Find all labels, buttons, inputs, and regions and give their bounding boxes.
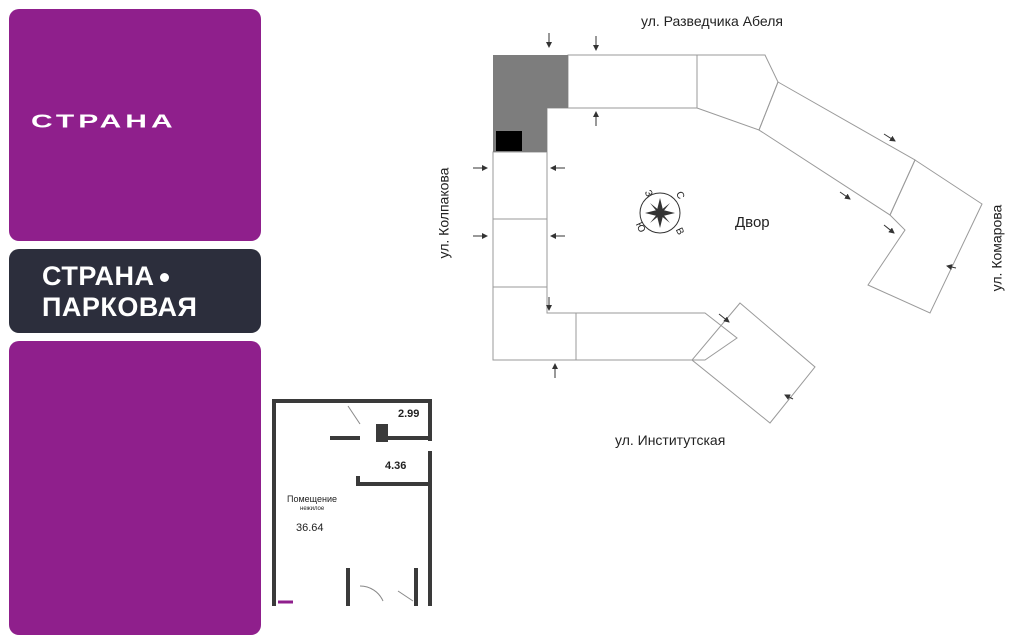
area-label-small-2: 4.36 — [385, 460, 407, 472]
selected-section-block — [493, 55, 568, 108]
area-label-small-1: 2.99 — [398, 408, 420, 420]
project-name-line1: СТРАНА — [42, 261, 170, 292]
street-west-label: ул. Колпакова — [435, 167, 452, 259]
compass-rose-icon — [639, 192, 681, 234]
brand-accent-panel — [9, 341, 261, 635]
project-name-line2: ПАРКОВАЯ — [42, 292, 198, 322]
dot-icon — [160, 273, 170, 283]
room-area: 36.64 — [296, 522, 324, 534]
floor-plan — [272, 399, 432, 606]
selected-unit-marker — [496, 131, 522, 151]
brand-logo-panel: СТРАНА — [9, 9, 261, 241]
project-name-panel: СТРАНА ПАРКОВАЯ — [9, 249, 261, 333]
street-east-label: ул. Комарова — [988, 204, 1005, 292]
room-name: Помещение — [287, 494, 337, 504]
room-type: нежилое — [300, 506, 325, 512]
courtyard-label: Двор — [735, 214, 770, 231]
entrance-arrows — [473, 33, 957, 400]
street-south-label: ул. Институтская — [615, 432, 726, 448]
street-north-label: ул. Разведчика Абеля — [641, 13, 783, 29]
brand-logo: СТРАНА — [31, 111, 177, 132]
